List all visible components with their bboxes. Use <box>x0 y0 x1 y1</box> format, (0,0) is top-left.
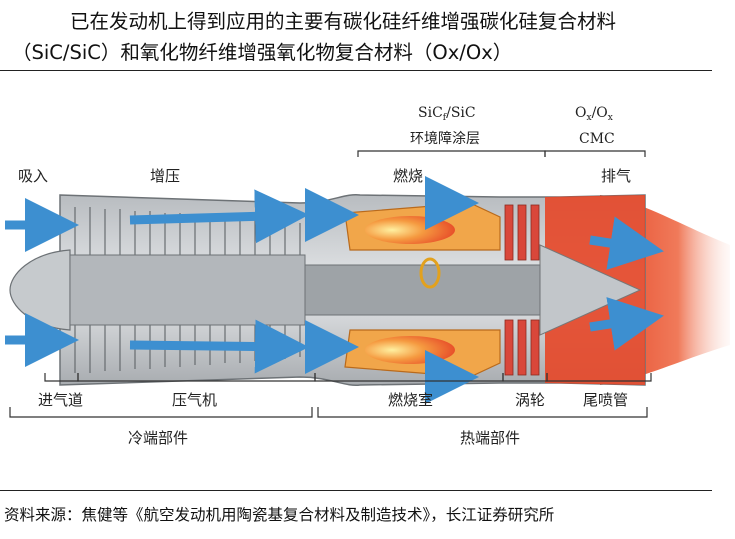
label-burn: 燃烧 <box>393 167 423 185</box>
ox-main: O <box>575 105 586 121</box>
airflow-arrows <box>5 176 664 404</box>
ox-sub2: x <box>608 113 613 123</box>
label-cold-section: 冷端部件 <box>128 429 188 447</box>
title-line-1: 已在发动机上得到应用的主要有碳化硅纤维增强碳化硅复合材料 <box>70 10 617 33</box>
label-ox-material: Ox/Ox <box>575 105 613 123</box>
label-combustor: 燃烧室 <box>388 391 433 409</box>
sic-sub: f <box>443 113 447 123</box>
page-title: 已在发动机上得到应用的主要有碳化硅纤维增强碳化硅复合材料 （SiC/SiC）和氧… <box>0 6 730 68</box>
intake-spinner <box>9 249 71 331</box>
bracket-ebc <box>357 150 546 157</box>
source-divider <box>0 490 712 491</box>
component-brackets <box>44 373 652 382</box>
label-cmc: CMC <box>579 131 615 147</box>
sic-main: SiC <box>418 105 443 121</box>
sic-rest: /SiC <box>446 105 476 121</box>
compressor-hub <box>69 254 306 326</box>
flame-lower <box>365 336 455 364</box>
section-brackets <box>9 407 648 418</box>
rotation-arrow-icon <box>419 257 441 289</box>
label-exhaust: 排气 <box>601 167 631 185</box>
ox-sub1: x <box>586 113 591 123</box>
label-compressor: 压气机 <box>172 391 217 409</box>
label-hot-section: 热端部件 <box>460 429 520 447</box>
engine-diagram: 吸入 增压 燃烧 排气 SiCf/SiC 环境障涂层 Ox/Ox CMC <box>5 105 730 447</box>
title-line-2: （SiC/SiC）和氧化物纤维增强氧化物复合材料（Ox/Ox） <box>12 41 513 64</box>
ox-sep: /O <box>592 105 608 121</box>
label-turbine: 涡轮 <box>515 391 545 409</box>
label-ebc: 环境障涂层 <box>410 131 480 147</box>
label-intake: 吸入 <box>18 167 48 185</box>
flame-upper <box>365 216 455 244</box>
title-divider <box>0 70 712 71</box>
source-note: 资料来源：焦健等《航空发动机用陶瓷基复合材料及制造技术》，长江证券研究所 <box>4 506 555 524</box>
label-sic-material: SiCf/SiC <box>418 105 476 123</box>
label-inlet: 进气道 <box>38 391 83 409</box>
label-nozzle: 尾喷管 <box>583 391 628 409</box>
label-compress: 增压 <box>150 167 180 185</box>
turbine-blades <box>504 204 540 376</box>
bracket-cmc <box>544 150 646 157</box>
